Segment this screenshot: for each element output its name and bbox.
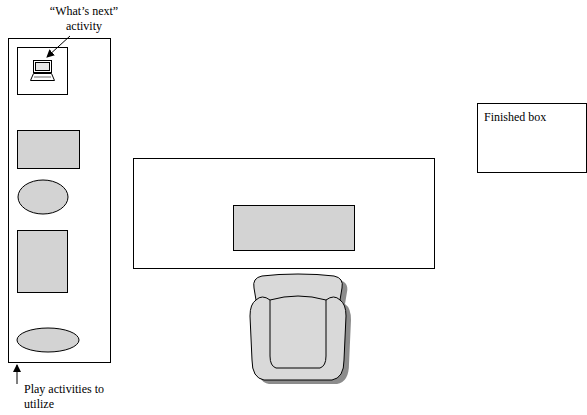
box-label: Finished box [484, 110, 580, 125]
activity-oval [17, 328, 79, 352]
leader-arrow [17, 365, 18, 384]
activity-oval [18, 180, 68, 214]
activity-shelf [9, 39, 111, 363]
computer-box [18, 48, 68, 95]
callout-label: Play activities to utilize [24, 382, 124, 412]
leader-arrow [47, 36, 70, 57]
activity-rect [18, 231, 68, 293]
chair [250, 274, 351, 384]
work-table [134, 159, 435, 269]
work-task [234, 206, 355, 251]
callout-label: “What’s next” activity [34, 4, 134, 34]
finished-box: Finished box [477, 103, 587, 173]
laptop-icon [31, 61, 55, 81]
activity-rect [18, 131, 80, 169]
